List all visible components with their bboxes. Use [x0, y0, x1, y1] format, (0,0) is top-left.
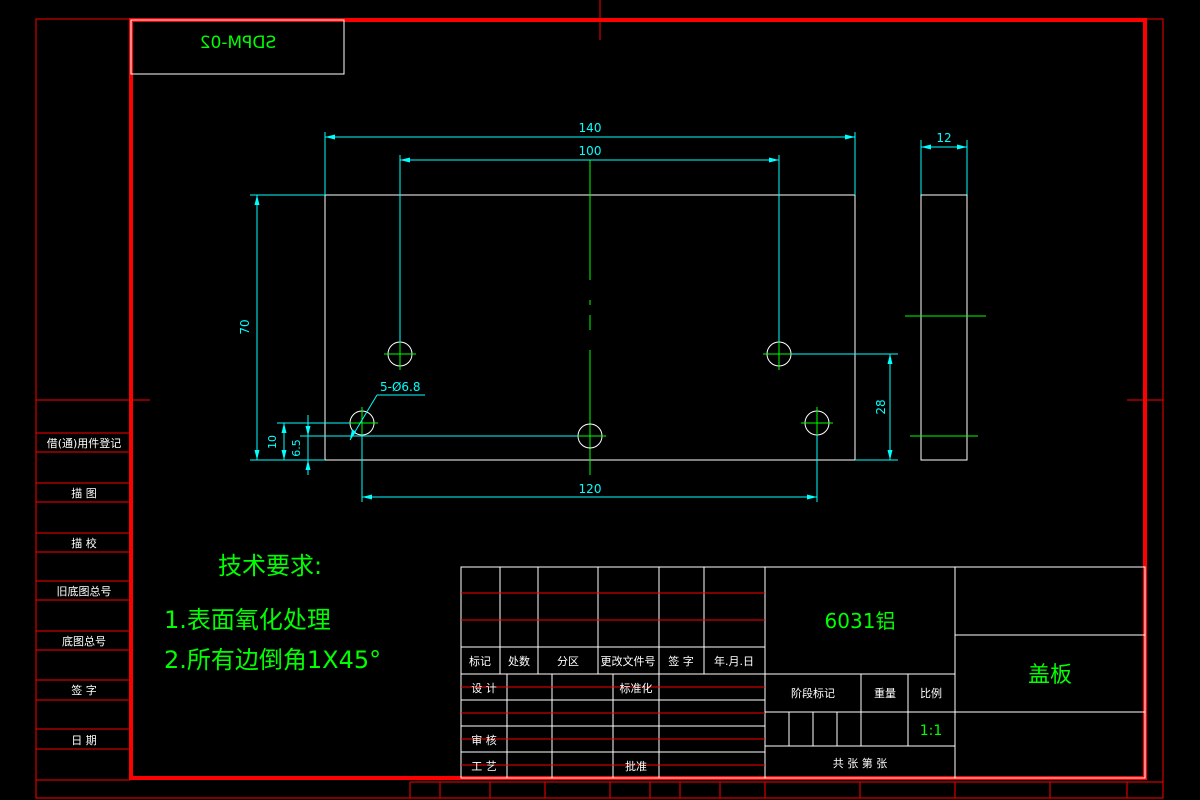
side-outline [920, 194, 968, 461]
front-view [324, 160, 856, 475]
sheet-text: 共 张 第 张 [833, 756, 888, 770]
dim-70: 70 [238, 319, 252, 334]
tech-requirement-1: 1.表面氧化处理 [164, 606, 331, 634]
left-table-label-trace: 描 图 [71, 486, 97, 500]
dim-100: 100 [579, 144, 602, 158]
standardize-label: 标准化 [620, 681, 653, 695]
rev-header-date: 年.月.日 [714, 654, 754, 668]
rev-header-doc: 更改文件号 [601, 654, 656, 668]
side-view [905, 194, 986, 461]
rev-header-count: 处数 [508, 655, 530, 668]
rev-header-mark: 标记 [469, 654, 491, 668]
drawing-code: SDPM-02 [200, 33, 277, 53]
part-name: 盖板 [1028, 663, 1072, 688]
left-side-table: 借(通)用件登记 描 图 描 校 旧底图总号 底图总号 签 字 日 期 [35, 399, 131, 781]
drawing-code-box: SDPM-02 [130, 19, 345, 75]
hole-callout: 5-Ø6.8 [380, 380, 421, 394]
scale-label: 比例 [920, 686, 942, 700]
left-table-label-signature: 签 字 [71, 683, 97, 697]
dim-120: 120 [579, 482, 602, 496]
dim-12: 12 [936, 131, 951, 145]
approve-label: 批准 [625, 759, 647, 773]
dimensions [250, 132, 968, 502]
rev-header-zone: 分区 [557, 655, 579, 668]
title-block: 标记 处数 分区 更改文件号 签 字 年.月.日 设 计 标准化 审 核 工 艺… [460, 566, 1146, 779]
tech-requirements-heading: 技术要求: [218, 552, 322, 580]
review-label: 审 核 [471, 733, 497, 747]
left-table-label-old-number: 旧底图总号 [57, 584, 112, 598]
left-table-label-date: 日 期 [71, 734, 97, 747]
dim-6-5: 6.5 [290, 439, 303, 457]
left-table-label-base-number: 底图总号 [62, 634, 106, 648]
tech-requirement-2: 2.所有边倒角1X45° [164, 646, 381, 674]
process-label: 工 艺 [471, 760, 497, 773]
dim-10: 10 [266, 435, 279, 449]
material: 6031铝 [825, 609, 896, 633]
dim-28: 28 [874, 399, 888, 414]
tech-requirements: 技术要求: 1.表面氧化处理 2.所有边倒角1X45° [164, 552, 381, 674]
left-table-label-check: 描 校 [71, 536, 97, 550]
rev-header-sign: 签 字 [668, 654, 694, 668]
scale-value: 1:1 [920, 723, 943, 739]
weight-label: 重量 [874, 686, 896, 700]
left-table-label-borrowed: 借(通)用件登记 [47, 436, 122, 450]
stage-label: 阶段标记 [791, 686, 835, 700]
design-label: 设 计 [471, 682, 497, 695]
dim-140: 140 [579, 121, 602, 135]
